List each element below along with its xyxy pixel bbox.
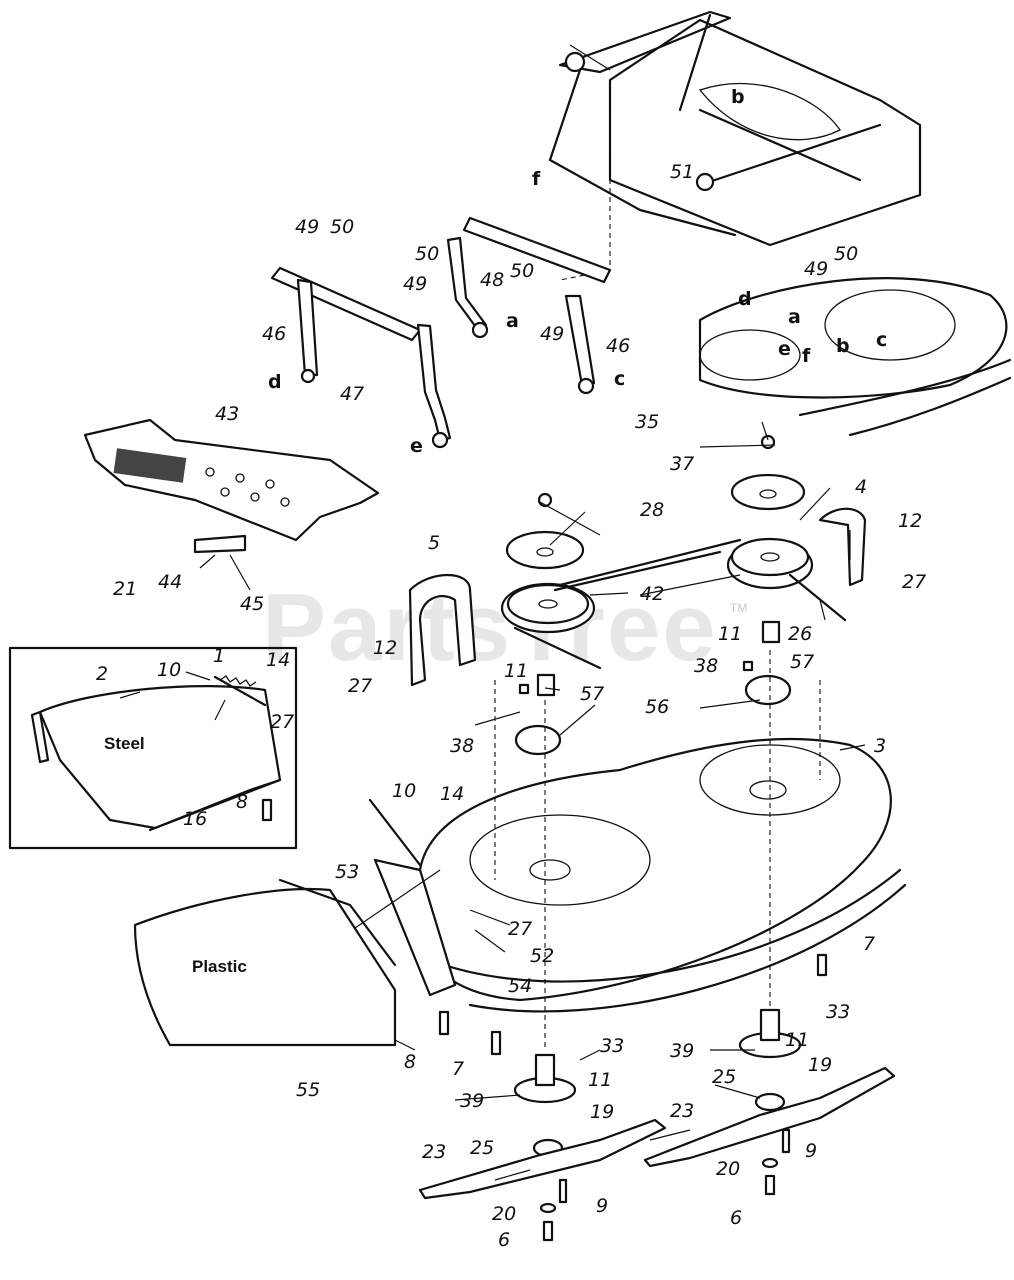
callout-10-inset: 10	[157, 659, 181, 681]
callout-6-left: 6	[498, 1229, 510, 1251]
callout-35: 35	[635, 411, 659, 433]
spindle-blade-assembly	[418, 1008, 896, 1242]
callout-16: 16	[183, 808, 207, 830]
callout-14-inset: 14	[266, 649, 290, 671]
ref-letter-a-link: a	[506, 310, 519, 332]
callout-27-inset: 27	[270, 711, 294, 733]
callout-19-right: 19	[808, 1054, 832, 1076]
callout-33-right: 33	[826, 1001, 850, 1023]
callout-33-left: 33	[600, 1035, 624, 1057]
callout-3: 3	[874, 735, 886, 757]
deck-top-view	[698, 277, 1012, 437]
callout-7-left: 7	[452, 1058, 464, 1080]
callout-25-right: 25	[712, 1066, 736, 1088]
ref-letter-e-link: e	[410, 435, 423, 457]
pulley-assembly	[408, 434, 867, 756]
callout-14: 14	[440, 783, 464, 805]
callout-26: 26	[788, 623, 812, 645]
callout-50-c: 50	[510, 260, 534, 282]
callout-12-right: 12	[898, 510, 922, 532]
ref-letter-f-deck: f	[802, 345, 811, 367]
callout-27-left: 27	[348, 675, 372, 697]
callout-57-right: 57	[790, 651, 814, 673]
callout-8: 8	[404, 1051, 416, 1073]
callout-55: 55	[296, 1079, 320, 1101]
callout-2: 2	[96, 663, 108, 685]
callout-19-left: 19	[590, 1101, 614, 1123]
lift-links	[270, 216, 612, 449]
callout-1: 1	[213, 645, 225, 667]
callout-4: 4	[855, 476, 867, 498]
callout-56: 56	[645, 696, 669, 718]
callout-38-right: 38	[694, 655, 718, 677]
callout-57-left: 57	[580, 683, 604, 705]
callout-9-right: 9	[805, 1140, 817, 1162]
callout-49-d: 49	[804, 258, 828, 280]
callout-11-left: 11	[504, 660, 528, 682]
callout-49-a: 49	[295, 216, 319, 238]
ref-letter-b-top: b	[731, 86, 745, 108]
callout-27-deck: 27	[508, 918, 532, 940]
tractor-frame-assembly	[548, 10, 922, 281]
callout-47: 47	[340, 383, 364, 405]
callout-44: 44	[158, 571, 182, 593]
callout-46-b: 46	[606, 335, 630, 357]
ref-letter-d-link: d	[268, 371, 282, 393]
callout-42: 42	[640, 583, 664, 605]
callout-54: 54	[508, 975, 532, 997]
callout-50-d: 50	[834, 243, 858, 265]
ref-letter-d-deck: d	[738, 288, 752, 310]
callout-39-right: 39	[670, 1040, 694, 1062]
mower-deck-housing	[418, 650, 907, 1050]
callout-27-right: 27	[902, 571, 926, 593]
callout-20-right: 20	[716, 1158, 740, 1180]
ref-letter-c-deck: c	[876, 329, 887, 351]
ref-letter-c-link: c	[614, 368, 625, 390]
callout-6-right: 6	[730, 1207, 742, 1229]
callout-25-left: 25	[470, 1137, 494, 1159]
callout-43: 43	[215, 403, 239, 425]
callout-11-spindle-right: 11	[785, 1029, 809, 1051]
callout-39-left: 39	[460, 1090, 484, 1112]
callout-38-left: 38	[450, 735, 474, 757]
callout-11-right: 11	[718, 623, 742, 645]
plastic-deflector	[133, 858, 457, 1047]
callout-28: 28	[640, 499, 664, 521]
callout-12-left: 12	[373, 637, 397, 659]
callout-21: 21	[113, 578, 137, 600]
ref-letter-b-deck: b	[836, 335, 850, 357]
callout-45: 45	[240, 593, 264, 615]
ref-letter-f-top: f	[532, 168, 541, 190]
callout-23-left: 23	[422, 1141, 446, 1163]
callout-11-spindle-left: 11	[588, 1069, 612, 1091]
callout-46-a: 46	[262, 323, 286, 345]
callout-10: 10	[392, 780, 416, 802]
callout-50-b: 50	[415, 243, 439, 265]
watermark-trademark: TM	[730, 601, 747, 615]
callout-48: 48	[480, 269, 504, 291]
callout-23-right: 23	[670, 1100, 694, 1122]
ref-letter-a-deck: a	[788, 306, 801, 328]
hardware-bolts	[261, 660, 828, 1056]
steel-label: Steel	[104, 734, 145, 753]
partstree-watermark: PartsTree	[262, 574, 718, 681]
callout-53: 53	[335, 861, 359, 883]
callout-9-left: 9	[596, 1195, 608, 1217]
deck-cover-plate	[83, 418, 380, 554]
plastic-label: Plastic	[192, 957, 247, 976]
callout-49-b: 49	[403, 273, 427, 295]
callout-7-right: 7	[863, 933, 875, 955]
callout-51: 51	[670, 161, 694, 183]
callout-49-c: 49	[540, 323, 564, 345]
callout-52: 52	[530, 945, 554, 967]
callout-5: 5	[428, 532, 440, 554]
steel-deflector-inset	[8, 646, 298, 850]
callout-50-a: 50	[330, 216, 354, 238]
callout-8-inset: 8	[236, 791, 248, 813]
callout-37: 37	[670, 453, 694, 475]
ref-letter-e-deck: e	[778, 338, 791, 360]
callout-20-left: 20	[492, 1203, 516, 1225]
leader-lines	[119, 44, 866, 1181]
